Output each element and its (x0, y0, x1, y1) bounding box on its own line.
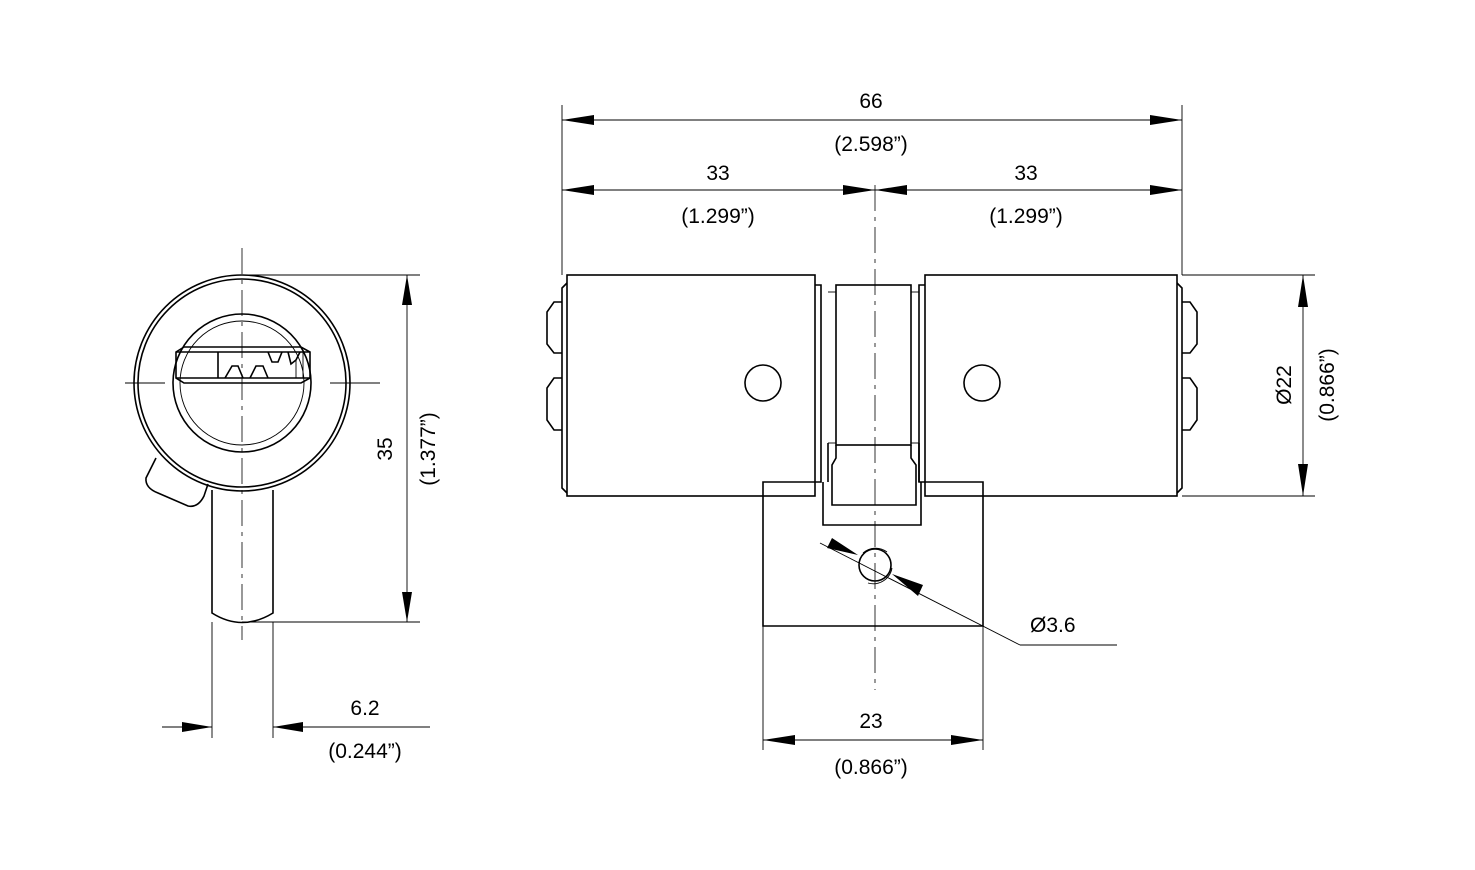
dimension-6-2: 6.2 (0.244”) (162, 622, 430, 763)
dim-22-mm: Ø22 (1273, 365, 1296, 405)
dimension-hole-3-6: Ø3.6 (819, 538, 1117, 646)
dimension-66: 66 (2.598”) (561, 90, 1183, 275)
left-cylinder-body (566, 274, 816, 497)
dimension-23: 23 (0.866”) (762, 626, 984, 779)
dim-66-mm: 66 (859, 90, 882, 113)
dim-3-6: Ø3.6 (1030, 614, 1076, 637)
dim-33-left-in: (1.299”) (681, 205, 755, 228)
left-end-pins (546, 301, 562, 431)
dim-33-right-mm: 33 (1014, 162, 1037, 185)
dimension-35: 35 (1.377”) (242, 274, 440, 623)
dim-66-in: (2.598”) (834, 133, 908, 156)
cam-block (762, 481, 984, 627)
dim-6-2-mm: 6.2 (350, 697, 379, 720)
right-screw-hole (963, 364, 1001, 402)
plug (172, 313, 312, 453)
key-cuts (224, 351, 301, 379)
dimension-33-left: 33 (1.299”) (562, 162, 875, 228)
cam-flag (145, 457, 209, 508)
dim-23-in: (0.866”) (834, 756, 908, 779)
cam-stem (211, 490, 274, 624)
dim-23-mm: 23 (859, 710, 882, 733)
dim-35-mm: 35 (374, 437, 397, 460)
cylinder-side-view (125, 248, 380, 640)
dim-6-2-in: (0.244”) (328, 740, 402, 763)
dim-35-in: (1.377”) (417, 412, 440, 486)
right-end-pins (1182, 301, 1198, 431)
dimension-diameter-22: Ø22 (0.866”) (1182, 274, 1339, 497)
cylinder-front-view (546, 185, 1198, 690)
dim-33-left-mm: 33 (706, 162, 729, 185)
cam (835, 284, 912, 446)
left-screw-hole (744, 364, 782, 402)
dim-22-in: (0.866”) (1316, 348, 1339, 422)
dim-33-right-in: (1.299”) (989, 205, 1063, 228)
dimension-33-right: 33 (1.299”) (875, 162, 1182, 228)
right-cylinder-body (924, 274, 1178, 497)
